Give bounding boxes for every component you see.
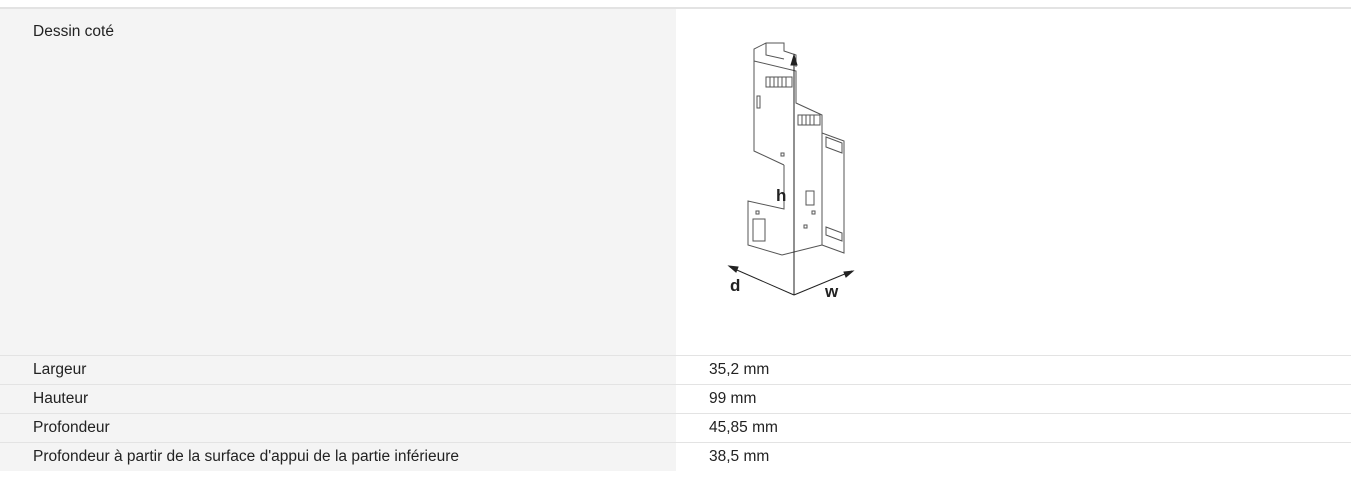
- dimension-drawing-cell: h d w: [676, 8, 1351, 356]
- dimension-label-d: d: [730, 276, 740, 295]
- table-row-dimension-drawing: Dessin coté: [0, 8, 1351, 356]
- dimension-label-h: h: [776, 186, 786, 205]
- dimensions-table: Dessin coté: [0, 8, 1351, 471]
- row-value: 38,5 mm: [676, 442, 1351, 471]
- table-top-border: [0, 0, 1351, 8]
- table-row: Largeur 35,2 mm: [0, 355, 1351, 385]
- row-label: Largeur: [0, 355, 676, 385]
- device-outline: [747, 42, 845, 256]
- dimension-arrows: [727, 53, 855, 296]
- table-row: Profondeur 45,85 mm: [0, 413, 1351, 443]
- table-row: Profondeur à partir de la surface d'appu…: [0, 442, 1351, 471]
- dimension-drawing: h d w: [726, 41, 886, 316]
- row-value: 35,2 mm: [676, 355, 1351, 385]
- row-label: Profondeur à partir de la surface d'appu…: [0, 442, 676, 471]
- row-value: 99 mm: [676, 384, 1351, 414]
- table-row: Hauteur 99 mm: [0, 384, 1351, 414]
- row-label: Hauteur: [0, 384, 676, 414]
- row-value: 45,85 mm: [676, 413, 1351, 443]
- row-label: Profondeur: [0, 413, 676, 443]
- dimension-label-w: w: [824, 282, 839, 301]
- row-label: Dessin coté: [0, 8, 676, 356]
